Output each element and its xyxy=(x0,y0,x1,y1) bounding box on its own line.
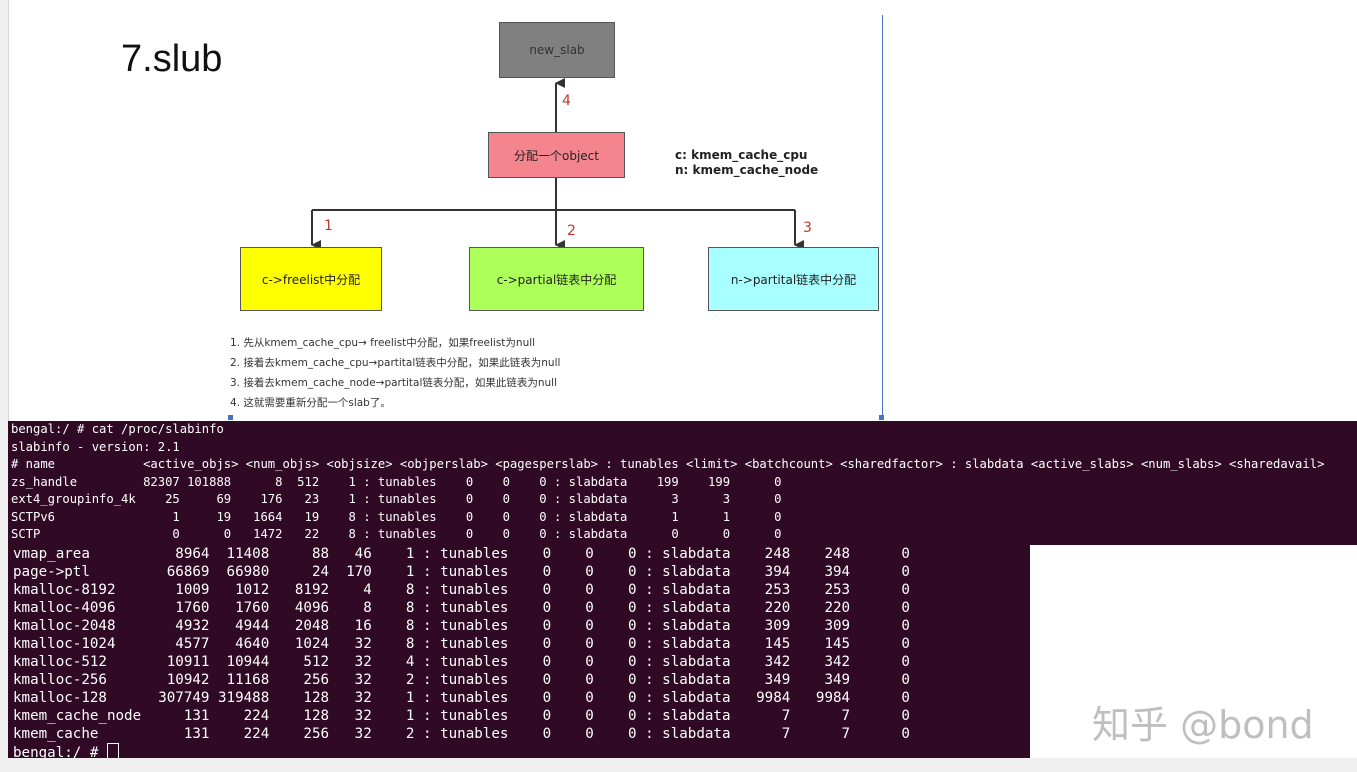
note-3: 3. 接着去kmem_cache_node→partital链表分配，如果此链表… xyxy=(230,377,558,389)
legend-node: n: kmem_cache_node xyxy=(675,163,819,177)
edge-label-2: 2 xyxy=(567,223,576,239)
legend: c: kmem_cache_cpu n: kmem_cache_node xyxy=(675,148,818,178)
terminal-row: vmap_area 8964 11408 88 46 1 : tunables … xyxy=(13,546,910,562)
terminal-line: # name <active_objs> <num_objs> <objsize… xyxy=(11,457,1325,471)
terminal-row: kmem_cache 131 224 256 32 2 : tunables 0… xyxy=(13,726,910,742)
terminal-line: bengal:/ # cat /proc/slabinfo xyxy=(11,422,224,436)
node-allocate-object: 分配一个object xyxy=(488,132,625,178)
note-2: 2. 接着去kmem_cache_cpu→partital链表中分配，如果此链表… xyxy=(230,357,561,369)
terminal-line: ext4_groupinfo_4k 25 69 176 23 1 : tunab… xyxy=(11,492,782,506)
terminal-prompt-line[interactable]: bengal:/ # xyxy=(13,743,1030,758)
terminal-line: slabinfo - version: 2.1 xyxy=(11,439,180,454)
terminal-row: kmem_cache_node 131 224 128 32 1 : tunab… xyxy=(13,708,910,724)
terminal-line: SCTP 0 0 1472 22 8 : tunables 0 0 0 : sl… xyxy=(11,527,782,541)
terminal-row: page->ptl 66869 66980 24 170 1 : tunable… xyxy=(13,564,910,580)
slide-title: 7.slub xyxy=(121,38,223,80)
terminal-line: SCTPv6 1 19 1664 19 8 : tunables 0 0 0 :… xyxy=(11,509,782,524)
terminal-row: kmalloc-8192 1009 1012 8192 4 8 : tunabl… xyxy=(13,582,910,598)
legend-cpu: c: kmem_cache_cpu xyxy=(675,148,808,162)
selection-handle-right[interactable] xyxy=(879,415,884,420)
terminal-row: kmalloc-128 307749 319488 128 32 1 : tun… xyxy=(13,690,910,706)
edge-label-3: 3 xyxy=(803,220,812,236)
diagram-edges xyxy=(311,78,804,250)
terminal-row: kmalloc-256 10942 11168 256 32 2 : tunab… xyxy=(13,672,910,688)
terminal-prompt: bengal:/ # xyxy=(13,745,107,758)
note-4: 4. 这就需要重新分配一个slab了。 xyxy=(230,397,391,409)
selection-handle-left[interactable] xyxy=(228,415,233,420)
terminal-row: kmalloc-512 10911 10944 512 32 4 : tunab… xyxy=(13,654,910,670)
terminal-row: kmalloc-1024 4577 4640 1024 32 8 : tunab… xyxy=(13,636,910,652)
terminal-row: kmalloc-2048 4932 4944 2048 16 8 : tunab… xyxy=(13,618,910,634)
terminal-line: zs_handle 82307 101888 8 512 1 : tunable… xyxy=(11,474,782,489)
node-c-partial: c->partial链表中分配 xyxy=(469,247,644,311)
slub-diagram: new_slab 分配一个object c->freelist中分配 c->pa… xyxy=(228,15,884,420)
node-new-slab: new_slab xyxy=(499,22,615,78)
edge-label-1: 1 xyxy=(324,218,333,234)
watermark: 知乎 @bond xyxy=(1092,703,1314,747)
note-1: 1. 先从kmem_cache_cpu→ freelist中分配，如果freel… xyxy=(230,337,536,349)
terminal-row: kmalloc-4096 1760 1760 4096 8 8 : tunabl… xyxy=(13,600,910,616)
terminal-slabinfo-rows: vmap_area 8964 11408 88 46 1 : tunables … xyxy=(8,545,1030,758)
terminal-cursor xyxy=(106,743,119,758)
node-n-partial: n->partital链表中分配 xyxy=(708,247,879,311)
edge-label-4: 4 xyxy=(562,93,571,109)
node-c-freelist: c->freelist中分配 xyxy=(240,247,382,311)
terminal-slabinfo-header: bengal:/ # cat /proc/slabinfo slabinfo - … xyxy=(8,421,1357,545)
notes-list: 1. 先从kmem_cache_cpu→ freelist中分配，如果freel… xyxy=(230,333,560,413)
